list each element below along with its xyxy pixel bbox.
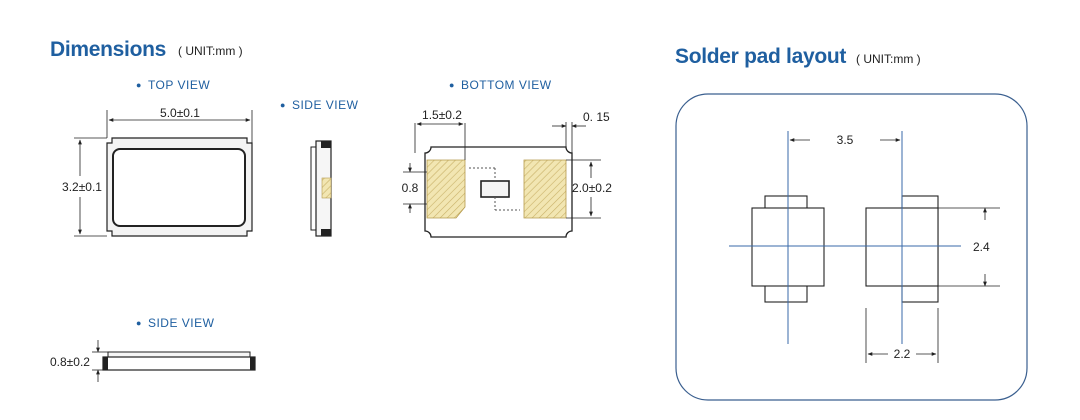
top-length-label: 5.0±0.1 [160,106,200,120]
bottom-chip [480,180,510,198]
side-view-label-right: SIDE VIEW [280,98,358,112]
solder-pad-layout: 3.5 2.4 2.2 [675,93,1028,401]
solder-pad-width-label: 2.2 [894,347,911,361]
side-view-lower: 0.8±0.2 [50,340,256,382]
bottom-view: 1.5±0.2 0. 15 0.8 2.0±0.2 [402,108,612,238]
side-lower-body [102,356,256,371]
edge-gap-label: 0. 15 [583,110,610,124]
height-label: 0.8±0.2 [50,355,90,369]
pitch-label: 3.5 [837,133,854,147]
dimensions-title: Dimensions [50,38,167,61]
side-terminal [321,177,332,199]
top-view: 5.0±0.1 3.2±0.1 [62,106,253,237]
side-view-right [310,140,332,237]
dimensions-unit: ( UNIT:mm ) [178,44,243,58]
top-view-label: TOP VIEW [136,78,210,92]
solder-pad-title: Solder pad layout [675,45,847,68]
bottom-view-label: BOTTOM VIEW [449,78,552,92]
side-view-label-lower: SIDE VIEW [136,316,214,330]
bottom-pad-left [426,159,466,219]
top-width-label: 3.2±0.1 [62,180,102,194]
top-view-lid [112,148,246,227]
bottom-pad-right [523,159,567,219]
solder-pad-height-label: 2.4 [973,240,990,254]
solder-pad-frame [675,93,1028,401]
pad-gap-label: 0.8 [402,181,419,195]
pad-length-label: 1.5±0.2 [422,108,462,122]
pad-width-label: 2.0±0.2 [572,181,612,195]
solder-pad-unit: ( UNIT:mm ) [856,52,921,66]
